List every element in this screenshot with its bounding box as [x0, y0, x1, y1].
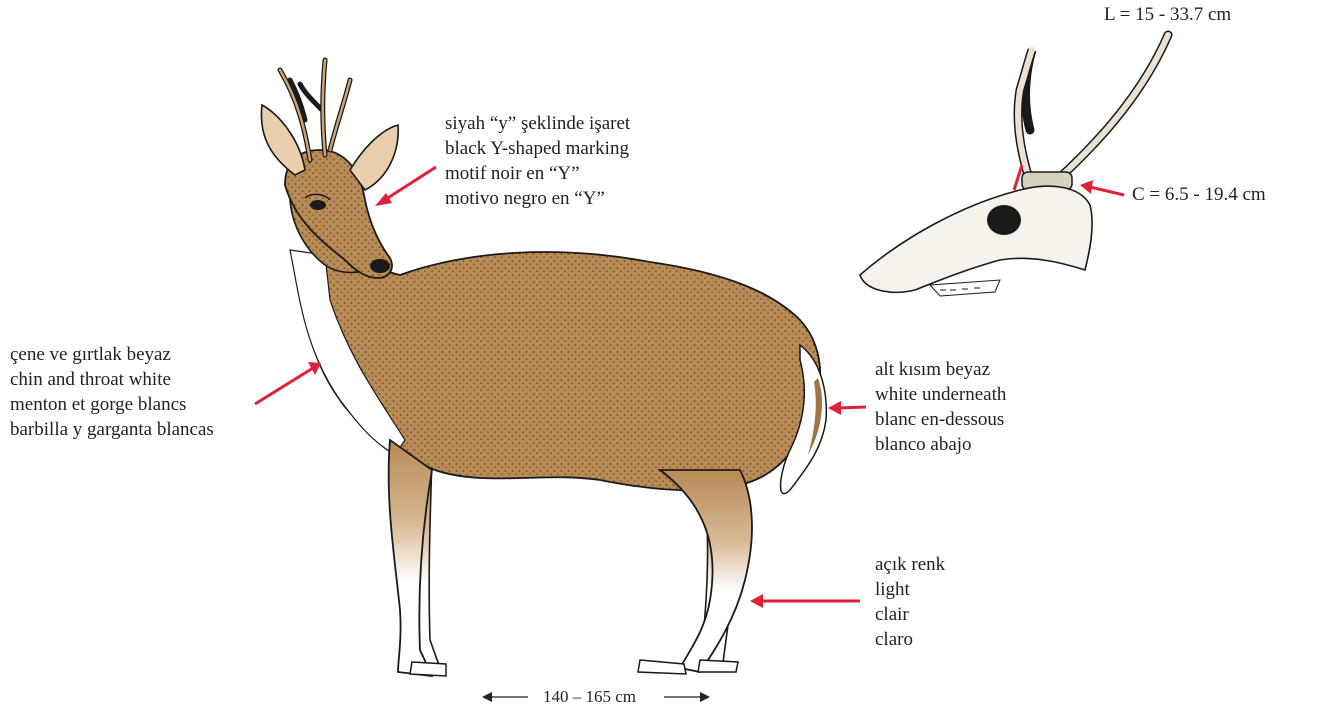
deer-right-ear: [350, 125, 398, 190]
legs-label: açık renk light clair claro: [875, 552, 945, 652]
arrow-y-marking: [383, 167, 436, 201]
skull-orbit: [987, 205, 1021, 235]
skull-cranium: [860, 186, 1092, 292]
skull-antler: [1018, 35, 1168, 182]
antler-circumference-label: C = 6.5 - 19.4 cm: [1132, 184, 1266, 206]
arrow-chin-throat: [255, 368, 313, 404]
deer-hoof: [410, 662, 446, 676]
deer-body: [305, 252, 820, 490]
skull-illustration: [860, 35, 1168, 296]
arrow-underneath: [838, 407, 866, 408]
deer-near-hindleg: [660, 470, 752, 672]
y-marking-label: siyah “y” şeklinde işaret black Y-shaped…: [445, 111, 630, 211]
deer-hoof: [638, 660, 686, 674]
chin-throat-label: çene ve gırtlak beyaz chin and throat wh…: [10, 342, 214, 442]
deer-hoof: [698, 660, 738, 672]
underneath-label: alt kısım beyaz white underneath blanc e…: [875, 357, 1006, 457]
body-length-label: 140 – 165 cm: [543, 686, 636, 708]
arrow-circumference: [1090, 187, 1124, 195]
antler-length-label: L = 15 - 33.7 cm: [1104, 4, 1231, 26]
length-tick: [1014, 165, 1022, 190]
